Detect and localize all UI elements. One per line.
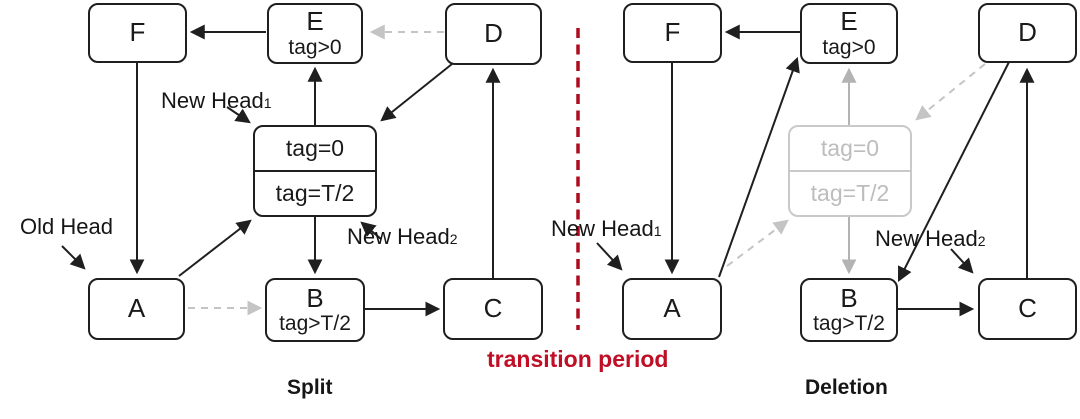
node-b-split-label: B (306, 282, 324, 313)
tagbox-deletion-top-row: tag=0 (790, 127, 910, 172)
tagbox-split-top-row: tag=0 (255, 127, 375, 172)
node-e-split: E tag>0 (267, 3, 363, 64)
node-a-split-label: A (127, 293, 146, 324)
node-d-deletion-label: D (1018, 17, 1037, 48)
label-new-head2-split-text: New Head (347, 224, 450, 249)
label-new-head2-deletion-text: New Head (875, 226, 978, 251)
node-a-split: A (88, 278, 185, 340)
edge-d-to-b-deletion (897, 61, 1010, 283)
label-old-head-split: Old Head (20, 214, 113, 240)
pointer-new-head1-deletion (596, 242, 623, 271)
node-tagbox-split: tag=0 tag=T/2 (253, 125, 377, 217)
label-new-head1-split-text: New Head (161, 88, 264, 113)
pointer-new-head1-split (226, 106, 251, 124)
label-new-head1-deletion-subscript: 1 (653, 223, 662, 239)
node-f-deletion: F (623, 3, 722, 63)
node-f-deletion-label: F (664, 17, 681, 48)
node-e-split-label: E (306, 6, 324, 37)
node-c-split: C (443, 278, 543, 340)
node-b-split: B tag>T/2 (265, 278, 365, 342)
label-new-head2-deletion: New Head2 (875, 226, 986, 252)
label-new-head2-split-subscript: 2 (449, 231, 458, 247)
node-d-split: D (445, 3, 542, 65)
label-transition-period: transition period (487, 346, 669, 372)
label-new-head1-split: New Head1 (161, 88, 272, 114)
node-c-deletion: C (978, 278, 1077, 340)
label-new-head2-deletion-subscript: 2 (977, 233, 986, 249)
label-new-head2-split: New Head2 (347, 224, 458, 250)
node-b-deletion: B tag>T/2 (800, 278, 898, 342)
label-new-head1-deletion-text: New Head (551, 216, 654, 241)
node-b-deletion-label: B (840, 282, 858, 313)
edge-a-to-tagbox-split (178, 219, 252, 277)
tagbox-split-bottom-row: tag=T/2 (275, 180, 355, 207)
node-d-deletion: D (978, 3, 1077, 63)
tagbox-deletion-bottom-row: tag=T/2 (810, 180, 890, 207)
pointer-old-head-split (61, 245, 86, 270)
edge-a-to-e-deletion (718, 56, 800, 278)
label-new-head1-deletion: New Head1 (551, 216, 662, 242)
node-f-split: F (88, 3, 187, 63)
caption-deletion: Deletion (805, 376, 888, 399)
node-c-deletion-label: C (1018, 293, 1037, 324)
node-b-deletion-tag: tag>T/2 (813, 312, 885, 336)
node-tagbox-deletion-ghost: tag=0 tag=T/2 (788, 125, 912, 217)
pointer-new-head2-deletion (950, 248, 974, 274)
node-b-split-tag: tag>T/2 (279, 312, 351, 336)
node-e-deletion-label: E (840, 6, 858, 37)
caption-split: Split (287, 376, 333, 399)
edge-d-to-tagbox-dashed-deletion (915, 63, 986, 121)
node-e-deletion-tag: tag>0 (822, 35, 876, 59)
node-e-split-tag: tag>0 (288, 35, 342, 59)
label-old-head-split-text: Old Head (20, 214, 113, 239)
node-d-split-label: D (484, 18, 503, 49)
node-c-split-label: C (483, 293, 503, 324)
pointer-new-head2-split (360, 221, 382, 240)
node-a-deletion: A (622, 278, 722, 340)
node-f-split-label: F (129, 17, 146, 48)
label-new-head1-split-subscript: 1 (263, 95, 272, 111)
node-a-deletion-label: A (663, 293, 681, 324)
node-e-deletion: E tag>0 (800, 3, 898, 64)
edge-d-to-tagbox-split (380, 63, 453, 122)
